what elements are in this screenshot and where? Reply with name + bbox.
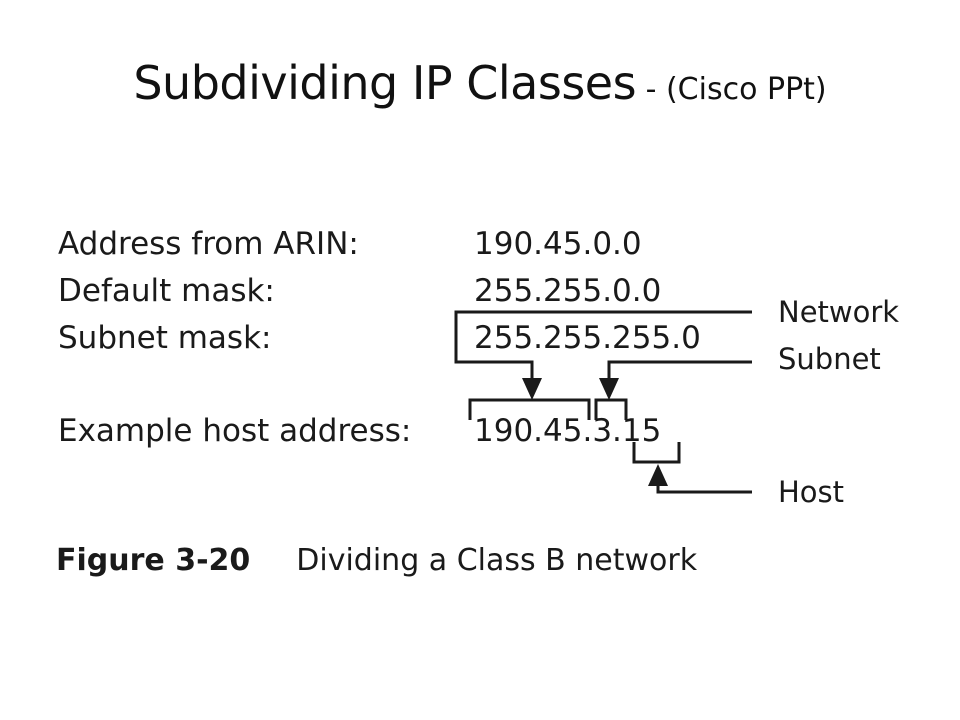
arin-address-value: 190.45.0.0: [474, 226, 642, 262]
default-mask-value: 255.255.0.0: [474, 273, 662, 309]
slide-title-sub: - (Cisco PPt): [636, 72, 827, 107]
subnet-line: [607, 360, 752, 380]
figure-caption: Figure 3-20 Dividing a Class B network: [56, 546, 697, 576]
network-callout-label: Network: [778, 295, 900, 329]
network-bracket-line: [454, 310, 752, 380]
network-arrowhead: [522, 378, 542, 400]
default-mask-label: Default mask:: [58, 273, 275, 309]
host-callout-label: Host: [778, 475, 845, 509]
arin-address-label: Address from ARIN:: [58, 226, 359, 262]
figure-number: Figure 3-20: [56, 543, 251, 578]
network-octets-bracket: [468, 398, 591, 420]
slide-title-main: Subdividing IP Classes: [133, 56, 637, 110]
host-arrowhead: [648, 464, 668, 486]
subnet-mask-value: 255.255.255.0: [474, 320, 701, 356]
host-line: [656, 484, 752, 494]
subnet-mask-label: Subnet mask:: [58, 320, 272, 356]
slide-title: Subdividing IP Classes - (Cisco PPt): [0, 60, 960, 106]
example-host-label: Example host address:: [58, 413, 412, 449]
host-octet-bracket: [632, 442, 681, 464]
subnet-arrowhead: [599, 378, 619, 400]
example-host-value: 190.45.3.15: [474, 413, 662, 449]
subnet-callout-label: Subnet: [778, 342, 881, 376]
figure-caption-text: Dividing a Class B network: [296, 543, 698, 578]
subnet-octet-bracket: [594, 398, 628, 420]
